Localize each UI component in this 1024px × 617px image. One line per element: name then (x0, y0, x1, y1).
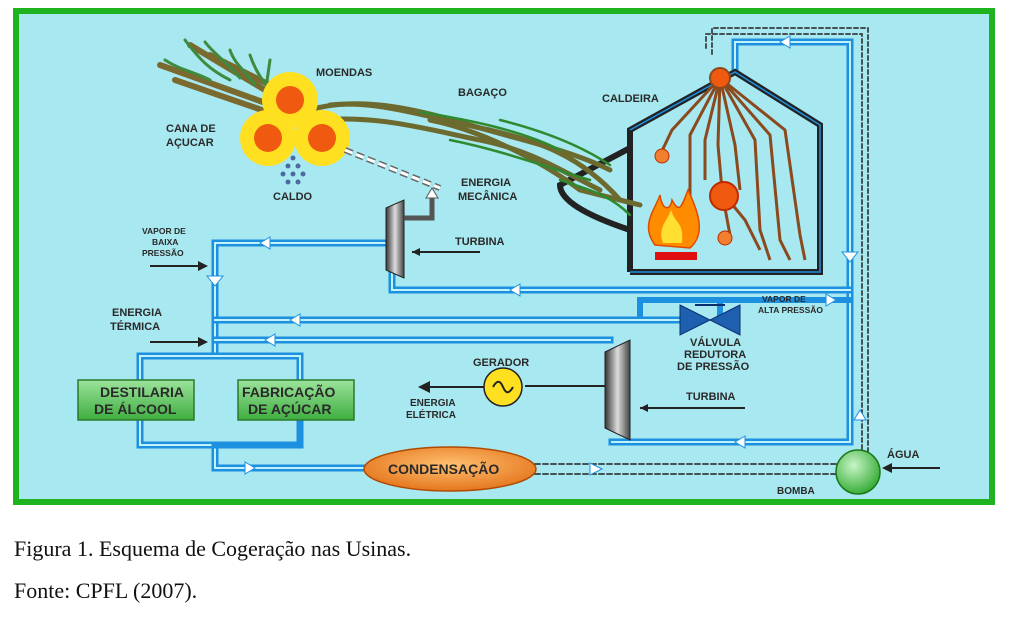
label-fabricacao-1: FABRICAÇÃO (242, 383, 335, 400)
label-vapor-alta-1: VAPOR DE (762, 294, 806, 304)
label-energia-mec-2: MECÂNICA (458, 190, 517, 203)
label-energia-elet-2: ELÉTRICA (406, 408, 456, 421)
label-caldeira: CALDEIRA (602, 93, 659, 105)
label-energia-mec-1: ENERGIA (461, 177, 511, 189)
bagasse-icon (307, 101, 643, 217)
pipes (136, 27, 936, 475)
electrical-energy-arrow (418, 381, 484, 393)
label-caldo: CALDO (273, 191, 313, 203)
pipe-arrows (205, 35, 867, 476)
juice-drops-icon (280, 155, 306, 185)
figure-source: Fonte: CPFL (2007). (14, 578, 198, 603)
black-arrows (150, 261, 940, 473)
label-agua: ÁGUA (887, 448, 919, 461)
pressure-valve-icon (679, 304, 741, 336)
cogeneration-diagram: MOENDAS BAGAÇO CALDEIRA CANA DE AÇUCAR C… (13, 8, 995, 505)
label-vapor-baixa-2: BAIXA (152, 237, 178, 247)
label-bomba: BOMBA (777, 486, 815, 497)
label-turbina-top: TURBINA (455, 236, 505, 248)
label-energia-term-1: ENERGIA (112, 307, 162, 319)
fabricacao-box (237, 379, 355, 421)
labels: MOENDAS BAGAÇO CALDEIRA CANA DE AÇUCAR C… (94, 67, 919, 497)
label-fabricacao-2: DE AÇÚCAR (248, 400, 331, 417)
label-turbina-bottom: TURBINA (686, 391, 736, 403)
label-vapor-baixa-3: PRESSÃO (142, 248, 184, 258)
label-cana-2: AÇUCAR (166, 137, 214, 149)
flame-icon (647, 188, 701, 260)
label-cana-1: CANA DE (166, 123, 216, 135)
label-energia-elet-1: ENERGIA (410, 398, 456, 409)
mill-rollers-icon (240, 72, 350, 166)
label-gerador: GERADOR (473, 357, 529, 369)
turbine-top (385, 187, 480, 279)
label-vapor-alta-2: ALTA PRESSÃO (758, 305, 823, 315)
label-valvula-2: REDUTORA (684, 349, 746, 361)
generator-icon (483, 367, 523, 407)
label-condensacao: CONDENSAÇÃO (388, 460, 499, 477)
condensation-tank (363, 446, 537, 492)
mechanical-energy-arrow (343, 147, 442, 191)
label-vapor-baixa-1: VAPOR DE (142, 226, 186, 236)
boiler (556, 67, 823, 275)
label-destilaria-2: DE ÁLCOOL (94, 401, 177, 417)
destilaria-box (77, 379, 195, 421)
turbine-bottom (525, 339, 745, 441)
label-valvula-1: VÁLVULA (690, 336, 741, 349)
label-valvula-3: DE PRESSÃO (677, 360, 750, 373)
label-energia-term-2: TÉRMICA (110, 320, 160, 333)
label-destilaria-1: DESTILARIA (100, 384, 184, 400)
pump-icon (835, 449, 881, 495)
label-bagaco: BAGAÇO (458, 87, 507, 99)
figure-caption: Figura 1. Esquema de Cogeração nas Usina… (14, 536, 412, 561)
label-moendas: MOENDAS (316, 67, 372, 79)
